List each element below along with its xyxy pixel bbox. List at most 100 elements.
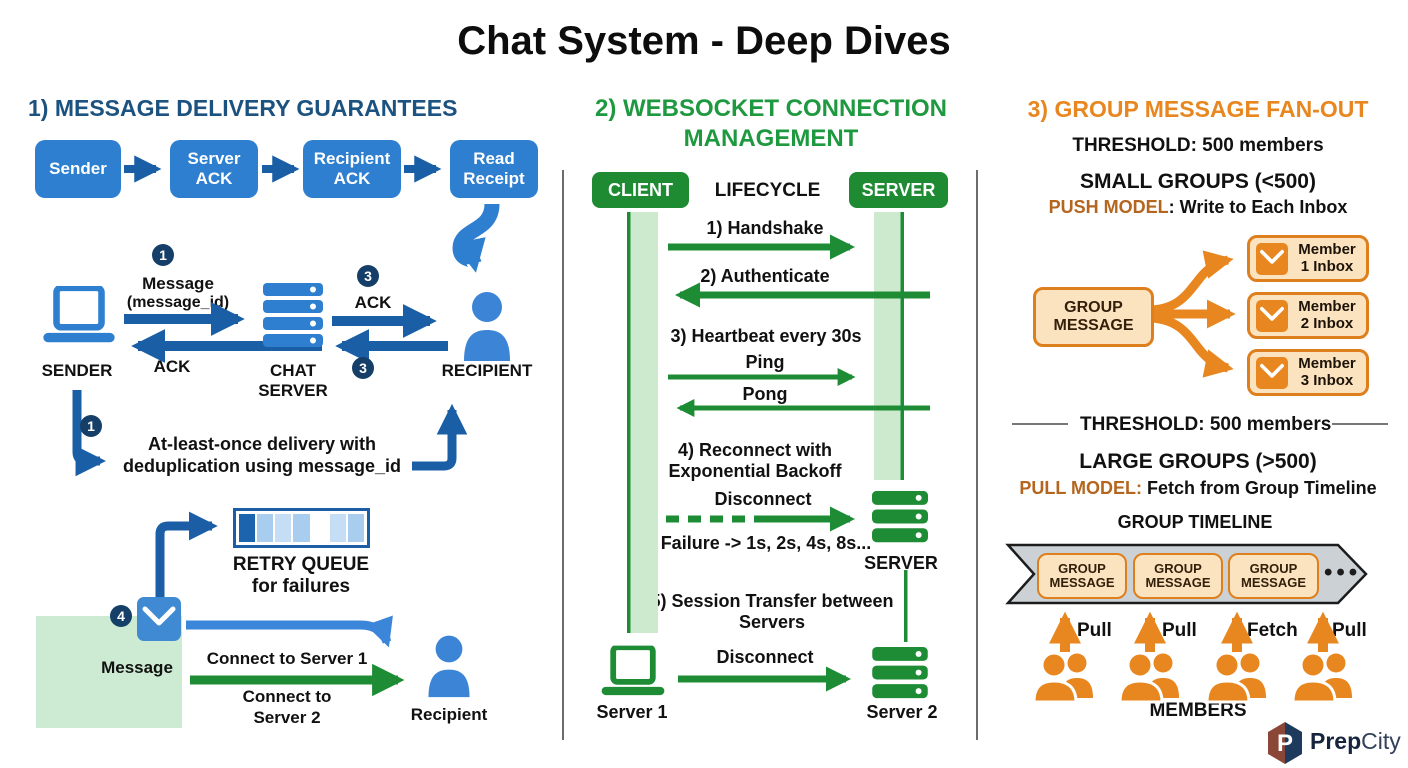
queue-cell — [275, 514, 292, 542]
pull-model-label: PULL MODEL: — [1019, 478, 1142, 498]
read-receipt-curve-arrow — [452, 203, 500, 273]
reconnect-server-icon — [872, 488, 928, 546]
member2-inbox-label: Member 2 Inbox — [1298, 298, 1356, 332]
authenticate-label: 2) Authenticate — [700, 266, 830, 286]
member2-envelope-icon — [1256, 300, 1288, 332]
queue-cell — [293, 514, 310, 542]
retry-queue-title: RETRY QUEUE — [232, 554, 370, 575]
ping-label: Ping — [745, 352, 785, 372]
pull-model-rest: Fetch from Group Timeline — [1141, 478, 1377, 498]
sender-label: SENDER — [41, 361, 113, 380]
server-lifeline — [874, 212, 902, 480]
retry-queue-subtitle: for failures — [251, 576, 351, 597]
chat-server-label: CHAT SERVER — [258, 361, 328, 400]
server-lifeline-edge — [900, 212, 904, 480]
large-groups-label: LARGE GROUPS (>500) — [1079, 450, 1317, 473]
members-group-icon-4 — [1291, 650, 1355, 704]
disconnect1-label: Disconnect — [714, 489, 812, 509]
server2-label: Server 2 — [866, 702, 938, 722]
chat-server-icon — [263, 283, 323, 351]
client-box: CLIENT — [592, 172, 689, 208]
message-id-label: (message_id) — [126, 294, 230, 311]
retry-queue-arrow — [155, 511, 218, 598]
logo-monogram: P — [1277, 730, 1293, 757]
member1-inbox-label: Member 1 Inbox — [1298, 241, 1356, 275]
sender-laptop-icon — [40, 286, 118, 346]
queue-cell — [311, 514, 328, 542]
push-model-rest: : Write to Each Inbox — [1168, 197, 1348, 217]
threshold-divider-label: THRESHOLD: 500 members — [1080, 414, 1332, 435]
push-model-line: PUSH MODEL: Write to Each Inbox — [990, 197, 1406, 218]
members-label: MEMBERS — [1149, 700, 1247, 721]
prepcity-logo-icon: P — [1268, 722, 1302, 764]
ack-top-label: ACK — [354, 293, 392, 312]
recipient-label: RECIPIENT — [441, 361, 533, 380]
pull-model-line: PULL MODEL: Fetch from Group Timeline — [990, 478, 1406, 499]
logo-text-light: City — [1361, 728, 1401, 754]
handshake-label: 1) Handshake — [706, 218, 824, 238]
lifecycle-label: LIFECYCLE — [714, 180, 821, 201]
queue-cell — [329, 514, 346, 542]
push-model-label: PUSH MODEL — [1048, 197, 1169, 217]
member3-inbox-label: Member 3 Inbox — [1298, 355, 1356, 389]
member2-inbox-box: Member 2 Inbox — [1247, 292, 1369, 339]
recipient2-label: Recipient — [410, 705, 488, 724]
connect-server2-label-line2: Server 2 — [253, 708, 321, 727]
timeline-box-2: GROUP MESSAGE — [1133, 553, 1223, 599]
badge-dedup: 1 — [80, 415, 102, 437]
panel1-heading: 1) MESSAGE DELIVERY GUARANTEES — [28, 95, 458, 121]
recipient2-person-icon — [424, 634, 474, 698]
member1-inbox-box: Member 1 Inbox — [1247, 235, 1369, 282]
member3-inbox-box: Member 3 Inbox — [1247, 349, 1369, 396]
pull-label-4: Pull — [1332, 620, 1367, 641]
group-timeline-heading: GROUP TIMELINE — [1117, 512, 1273, 532]
message-label: Message — [142, 274, 214, 293]
connect-server1-label: Connect to Server 1 — [206, 649, 368, 668]
dedup-note-line1: At-least-once delivery with — [147, 434, 377, 454]
badge-step3-top: 3 — [357, 265, 379, 287]
logo-text-bold: Prep — [1310, 728, 1362, 754]
server2-icon — [872, 647, 928, 699]
badge-step1: 1 — [152, 244, 174, 266]
queue-cell — [347, 514, 364, 542]
dedup-note-line2: deduplication using message_id — [122, 456, 402, 476]
retry-queue — [233, 508, 370, 548]
pull-label-2: Pull — [1162, 620, 1197, 641]
small-groups-label: SMALL GROUPS (<500) — [1080, 170, 1316, 193]
fetch-label: Fetch — [1247, 620, 1298, 641]
members-group-icon-2 — [1118, 650, 1182, 704]
pull-label-1: Pull — [1077, 620, 1112, 641]
session-transfer-label-line1: 5) Session Transfer between — [650, 591, 894, 611]
member3-envelope-icon — [1256, 357, 1288, 389]
note-up-elbow-arrow — [412, 403, 468, 471]
message-node-label: Message — [101, 658, 173, 677]
flow-box-sender: Sender — [35, 140, 121, 198]
flow-box-read-receipt: Read Receipt — [450, 140, 538, 198]
group-message-box: GROUP MESSAGE — [1033, 287, 1154, 347]
server-mid-label: SERVER — [864, 553, 938, 573]
server2-lifeline-edge — [904, 570, 908, 642]
server-box: SERVER — [849, 172, 948, 208]
recipient-person-icon — [459, 291, 515, 361]
failure-backoff-label: Failure -> 1s, 2s, 4s, 8s... — [660, 533, 872, 553]
fanout-arrow-3 — [1151, 313, 1234, 378]
prepcity-logo-text: PrepCity — [1310, 728, 1401, 755]
pong-label: Pong — [742, 384, 788, 404]
page-title: Chat System - Deep Dives — [457, 19, 951, 63]
connect-server1-arrow — [186, 615, 393, 648]
members-group-icon-1 — [1032, 650, 1096, 704]
panel3-heading: 3) GROUP MESSAGE FAN-OUT — [1027, 96, 1369, 122]
members-group-icon-3 — [1205, 650, 1269, 704]
session-transfer-label-line2: Servers — [738, 612, 806, 632]
sender-down-elbow-arrow — [72, 390, 107, 477]
client-lifeline — [630, 212, 658, 633]
message-envelope-icon — [137, 597, 181, 641]
timeline-ellipsis: ••• — [1324, 559, 1362, 586]
queue-cell — [239, 514, 256, 542]
fanout-arrow-1 — [1151, 250, 1234, 315]
badge-step3-bottom: 3 — [352, 357, 374, 379]
server1-laptop-icon — [600, 645, 666, 699]
queue-cell — [257, 514, 274, 542]
